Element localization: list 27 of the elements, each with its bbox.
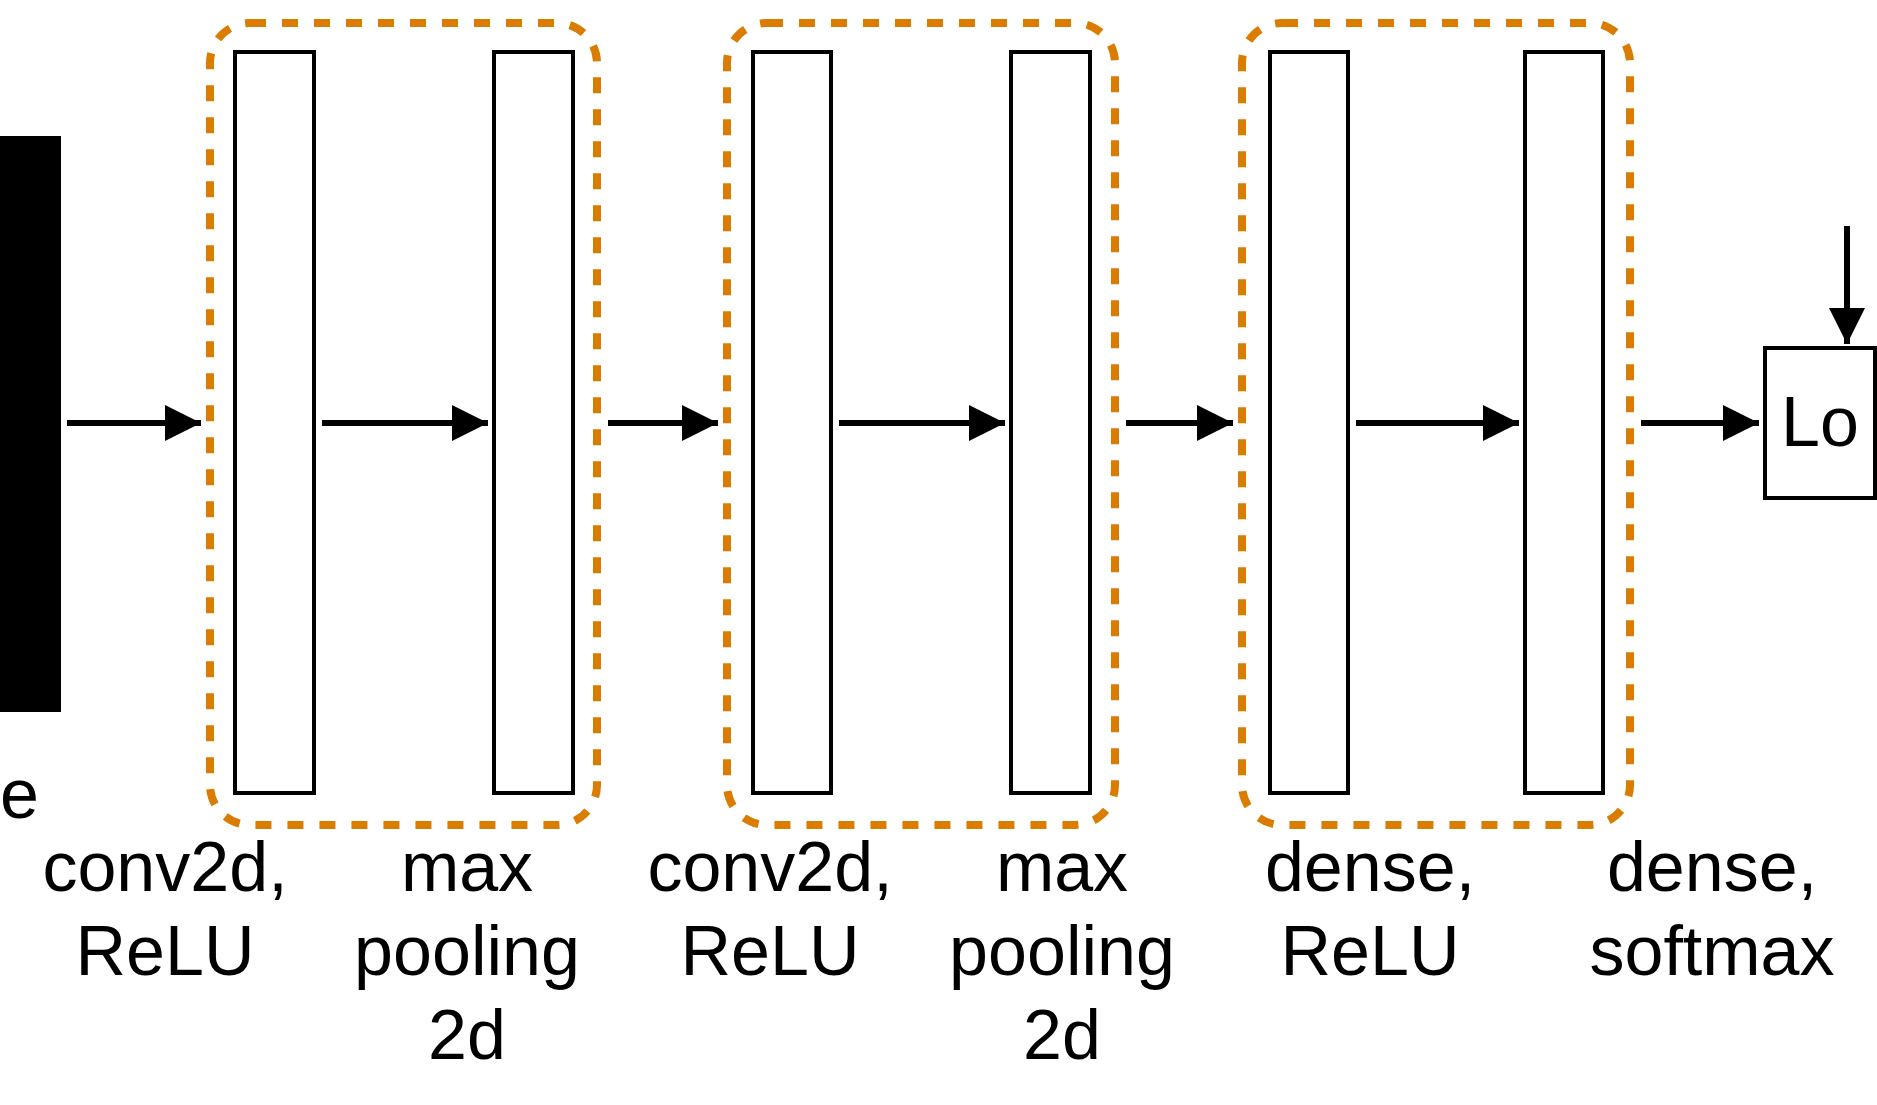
layer-box — [1523, 50, 1605, 795]
input-bar — [0, 136, 61, 712]
layer-box — [751, 50, 833, 795]
arrow — [1641, 405, 1759, 441]
arrow — [1829, 226, 1865, 344]
layer-label: max pooling 2d — [353, 827, 581, 1076]
layer-label: max pooling 2d — [948, 827, 1176, 1076]
box-label: Lo — [1781, 382, 1859, 463]
loss-box — [1763, 346, 1877, 500]
arrow — [67, 405, 201, 441]
layer-label: conv2d, ReLU — [41, 827, 289, 992]
layer-group — [722, 18, 1120, 830]
arrow — [322, 405, 488, 441]
layer-group — [205, 18, 602, 830]
layer-label: dense, softmax — [1588, 827, 1836, 992]
layer-box — [1268, 50, 1350, 795]
arrow — [608, 405, 718, 441]
layer-label: conv2d, ReLU — [646, 827, 894, 992]
layer-box — [233, 50, 316, 795]
arrow — [1126, 405, 1233, 441]
arrow — [839, 405, 1005, 441]
arrow — [1356, 405, 1519, 441]
layer-group — [1237, 18, 1635, 830]
layer-box — [492, 50, 575, 795]
partial-label: e — [0, 754, 39, 835]
layer-label: dense, ReLU — [1263, 827, 1477, 992]
layer-box — [1009, 50, 1092, 795]
